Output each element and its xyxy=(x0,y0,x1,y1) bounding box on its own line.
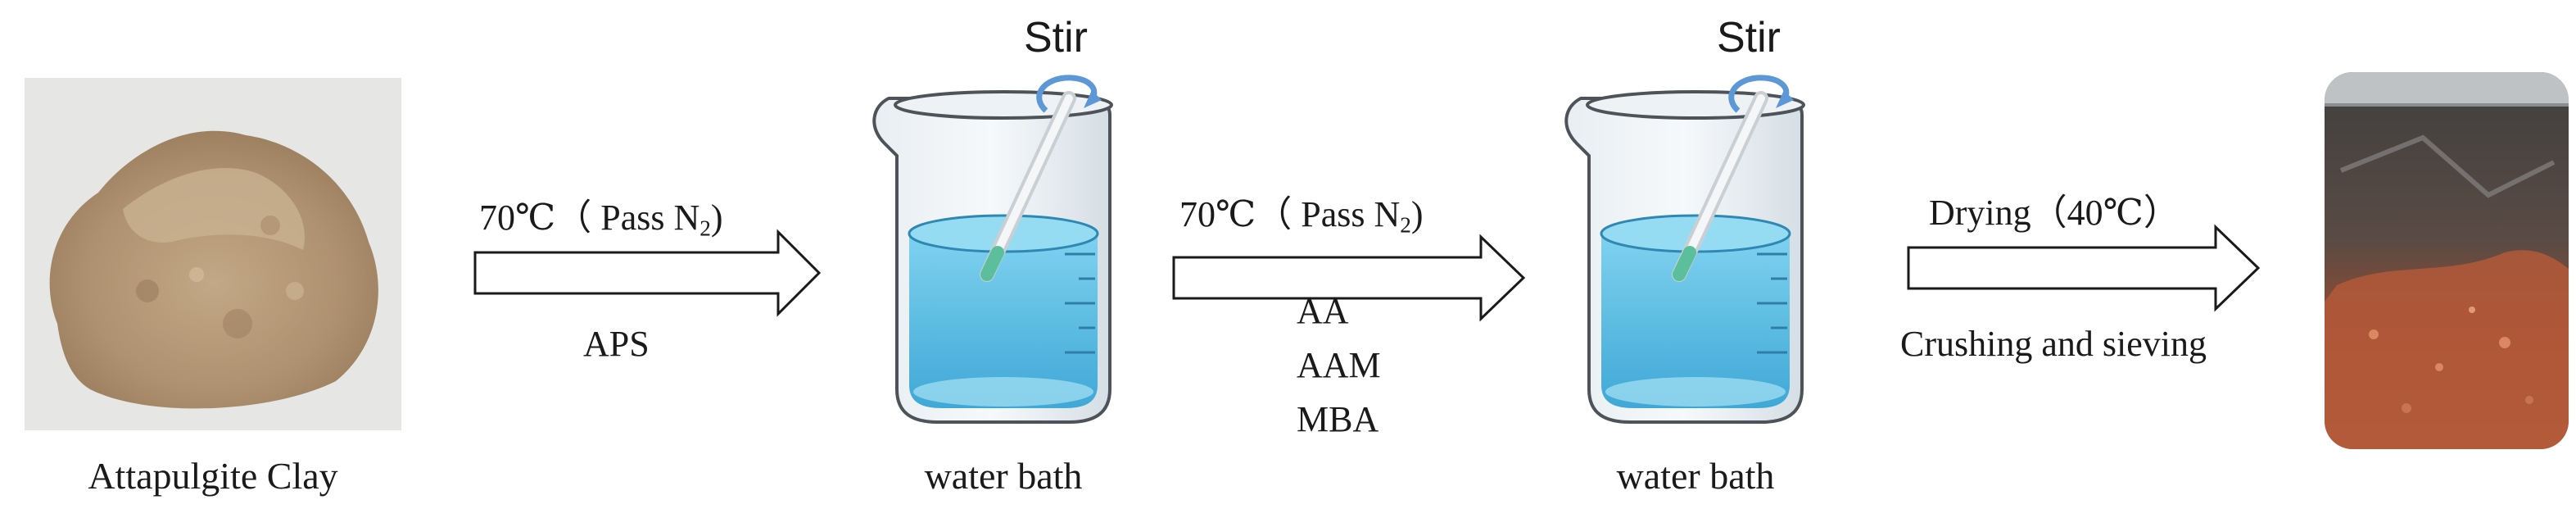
beaker1-label: water bath xyxy=(924,455,1083,497)
product-bag-image xyxy=(2325,72,2569,449)
process-arrow-1 xyxy=(473,229,822,317)
arrow3-condition-drying: Drying（40℃） xyxy=(1929,193,2180,233)
beaker2-stir-label: Stir xyxy=(1717,14,1781,61)
process-arrow-3 xyxy=(1907,224,2261,312)
arrow2-condition: 70℃（ Pass N2) xyxy=(1179,194,1424,238)
arrow2-reagent-aam: AAM xyxy=(1297,345,1381,385)
arrow2-reagent-mba: MBA xyxy=(1297,399,1379,439)
beaker2-label: water bath xyxy=(1616,455,1775,497)
arrow2-reagent-aa: AA xyxy=(1297,291,1349,331)
arrow1-reagent-aps: APS xyxy=(583,324,650,364)
beaker1-stir-label: Stir xyxy=(1024,14,1088,61)
clay-label: Attapulgite Clay xyxy=(88,455,338,497)
attapulgite-clay-image xyxy=(25,78,401,430)
arrow3-crushing-sieving: Crushing and sieving xyxy=(1900,324,2207,364)
beaker-1 xyxy=(872,75,1113,424)
process-arrow-2 xyxy=(1172,234,1526,322)
arrow1-condition: 70℃（ Pass N2) xyxy=(479,198,723,241)
beaker-2 xyxy=(1564,75,1805,424)
